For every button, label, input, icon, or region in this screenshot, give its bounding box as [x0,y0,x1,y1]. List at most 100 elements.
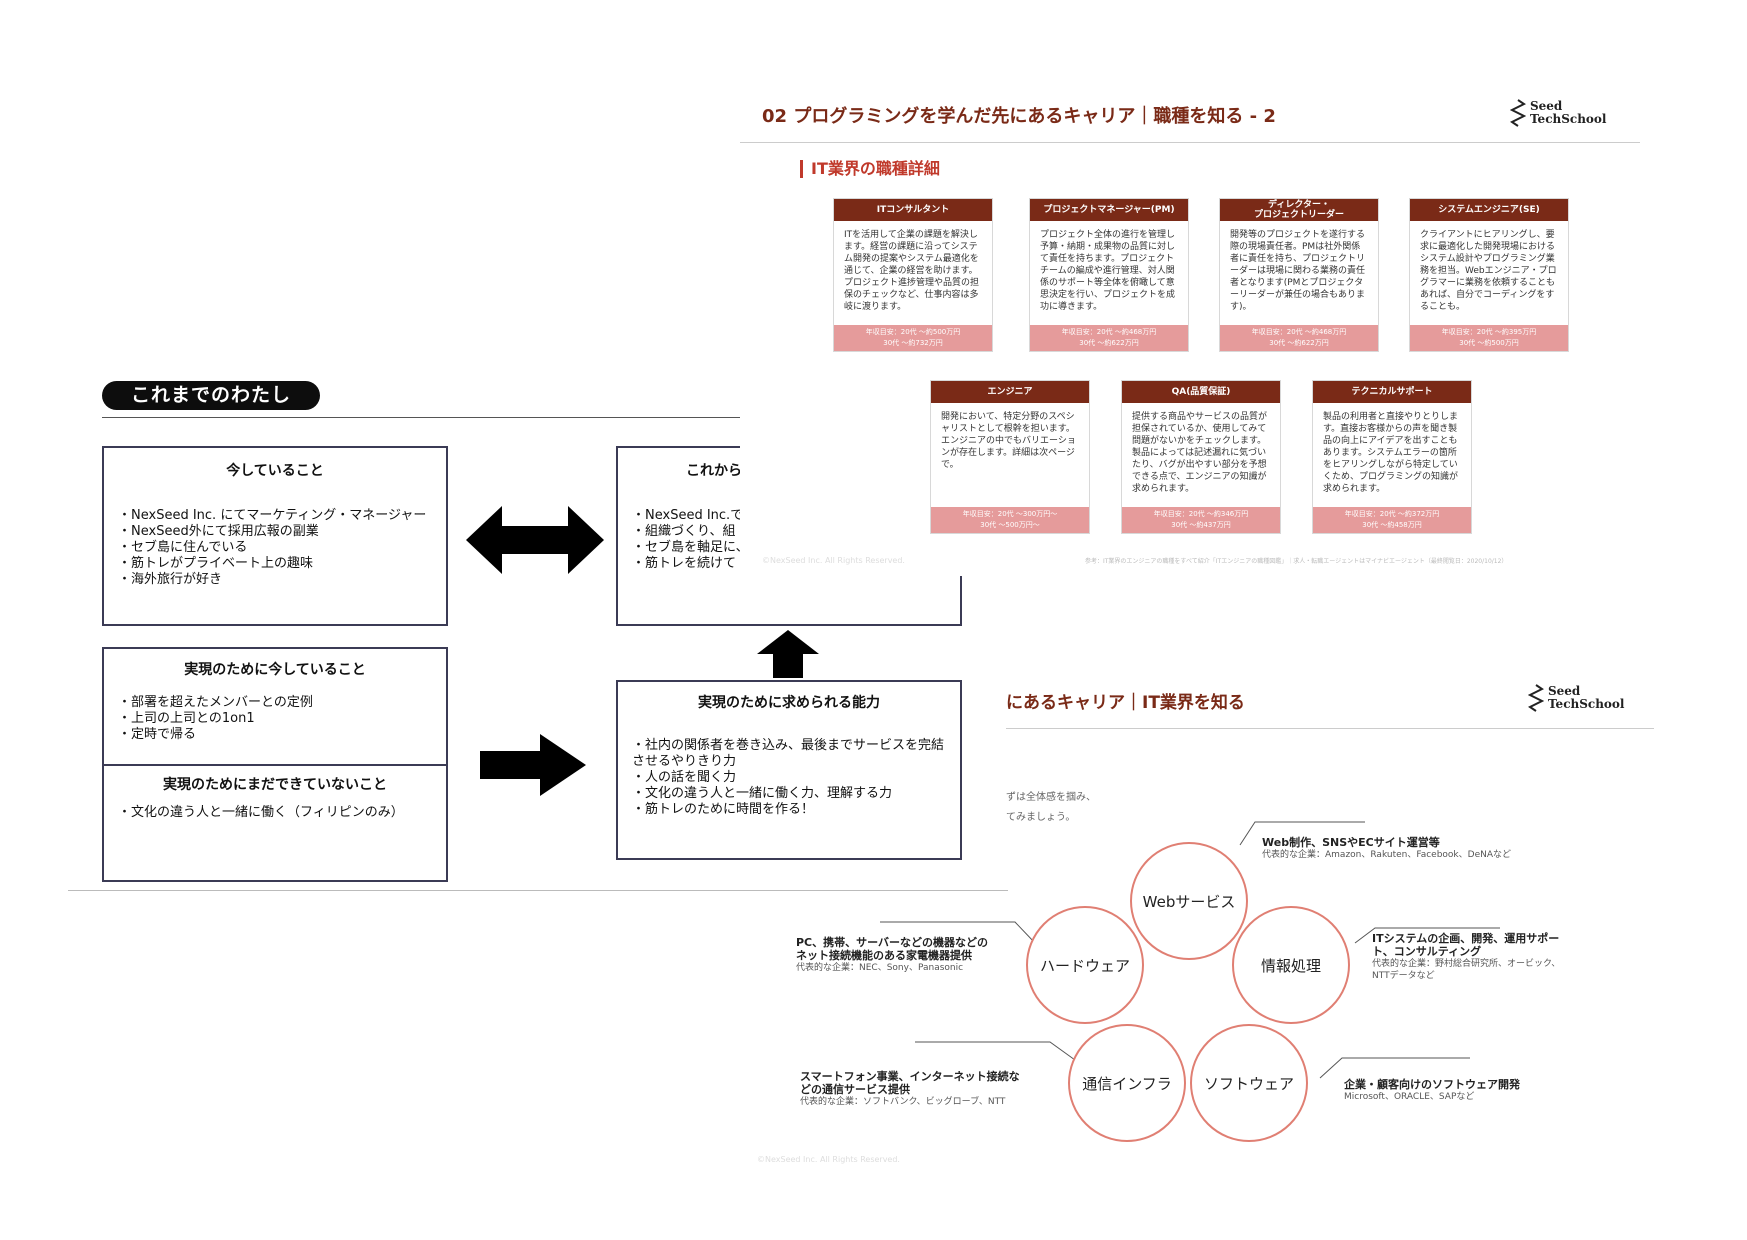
desc-title: ITシステムの企画、開発、運用サポー ト、コンサルティング [1372,932,1560,958]
list-item: 人の話を聞く力 [632,770,948,786]
future-list: NexSeed Inc.で 組織づくり、組 セブ島を軸足に、 筋トレを続けて [632,508,960,572]
logo-line2: TechSchool [1548,697,1625,711]
desc-infra: スマートフォン事業、インターネット接続な どの通信サービス提供 代表的な企業：ソ… [800,1070,1020,1108]
job-card-body: 開発において、特定分野のスペシャリストとして根幹を担います。エンジニアの中でもバ… [941,412,1076,470]
desc-hardware: PC、携帯、サーバーなどの機器などの ネット接続機能のある家電機器提供 代表的な… [796,936,988,974]
job-card-salary: 年収目安：20代 〜約468万円 30代 〜約622万円 [1220,325,1378,351]
desc-companies: 代表的な企業：野村総合研究所、オービック、 NTTデータなど [1372,959,1561,981]
section-pill: これまでのわたし [102,381,320,410]
job-card-body: プロジェクト全体の進行を管理し予算・納期・成果物の品質に対して責任を持ちます。プ… [1040,230,1176,312]
list-item: 筋トレがプライベート上の趣味 [118,556,446,572]
slide3-title: にあるキャリア｜IT業界を知る [1006,693,1245,713]
list-item: セブ島に住んでいる [118,540,446,556]
category-circle-info: 情報処理 [1232,906,1350,1024]
job-card-salary: 年収目安：20代 〜約346万円 30代 〜約437万円 [1122,507,1280,533]
desc-web: Web制作、SNSやECサイト運営等 代表的な企業：Amazon、Rakuten… [1262,836,1511,861]
careers-slide: 02 プログラミングを学んだ先にあるキャリア｜職種を知る - 2 Seed Te… [740,82,1640,576]
now-list: NexSeed Inc. にてマーケティング・マネージャー NexSeed外にて… [118,508,446,588]
job-card-title: プロジェクトマネージャー(PM) [1030,199,1188,221]
doing-title: 実現のために今していること [184,662,366,678]
job-card: ITコンサルタント ITを活用して企業の課題を解決します。経営の課題に沿ってシス… [833,198,993,352]
logo: Seed TechSchool [1510,98,1606,128]
intro-line: ずは全体感を掴み、 [1006,792,1096,803]
copyright: ©NexSeed Inc. All Rights Reserved. [762,556,905,565]
list-item: 筋トレのために時間を作る！ [632,802,948,818]
double-arrow-icon [466,506,604,574]
job-card-salary: 年収目安：20代 〜300万円〜 30代 〜500万円〜 [931,507,1089,533]
reference-note: 参考：IT業界のエンジニアの職種をすべて紹介「ITエンジニアの職種図鑑」｜求人・… [1085,558,1508,565]
right-arrow-icon [480,734,586,796]
slide-title: 02 プログラミングを学んだ先にあるキャリア｜職種を知る - 2 [762,106,1276,127]
desc-title: スマートフォン事業、インターネット接続な どの通信サービス提供 [800,1070,1020,1096]
desc-info: ITシステムの企画、開発、運用サポー ト、コンサルティング 代表的な企業：野村総… [1372,932,1560,982]
category-circle-hardware: ハードウェア [1026,906,1144,1024]
job-card-salary: 年収目安：20代 〜約395万円 30代 〜約500万円 [1410,325,1568,351]
job-card: システムエンジニア(SE) クライアントにヒアリングし、要求に最適化した開発現場… [1409,198,1569,352]
list-item: NexSeed外にて採用広報の副業 [118,524,446,540]
intro-text: ずは全体感を掴み、 てみましょう。 [1006,788,1096,828]
now-box: 今していること NexSeed Inc. にてマーケティング・マネージャー Ne… [102,446,448,626]
job-card: テクニカルサポート 製品の利用者と直接やりとりします。直接お客様からの声を聞き製… [1312,380,1472,534]
job-card-salary: 年収目安：20代 〜約468万円 30代 〜約622万円 [1030,325,1188,351]
job-card-salary: 年収目安：20代 〜約500万円 30代 〜約732万円 [834,325,992,351]
list-item: 上司の上司との1on1 [118,711,446,727]
job-card-body: 製品の利用者と直接やりとりします。直接お客様からの声を聞き製品の向上にアイデアを… [1323,412,1459,494]
list-item: 組織づくり、組 [632,524,960,540]
desc-title: Web制作、SNSやECサイト運営等 [1262,836,1440,849]
need-title: 実現のために求められる能力 [698,695,880,711]
list-item: 定時で帰る [118,727,446,743]
slide-bottom-line [68,890,1008,891]
not-yet-title: 実現のためにまだできていないこと [163,777,387,793]
job-card: QA(品質保証) 提供する商品やサービスの品質が担保されているか、使用してみて問… [1121,380,1281,534]
list-item: NexSeed Inc.で [632,508,960,524]
copyright: ©NexSeed Inc. All Rights Reserved. [757,1155,900,1164]
desc-companies: Microsoft、ORACLE、SAPなど [1344,1092,1475,1102]
job-card: エンジニア 開発において、特定分野のスペシャリストとして根幹を担います。エンジニ… [930,380,1090,534]
category-circle-web: Webサービス [1130,842,1248,960]
category-circle-infra: 通信インフラ [1068,1024,1186,1142]
intro-line: てみましょう。 [1006,812,1076,823]
job-card-title: ディレクター・ プロジェクトリーダー [1220,199,1378,221]
now-title: 今していること [226,463,324,479]
list-item: 海外旅行が好き [118,572,446,588]
desc-companies: 代表的な企業：ソフトバンク、ビッグローブ、NTT [800,1097,1006,1107]
seed-logo-icon [1510,99,1526,127]
up-arrow-icon [757,630,819,678]
list-item: NexSeed Inc. にてマーケティング・マネージャー [118,508,446,524]
list-item: 部署を超えたメンバーとの定例 [118,695,446,711]
list-item: 文化の違う人と一緒に働く（フィリピンのみ） [118,805,404,821]
logo-line1: Seed [1548,684,1581,698]
doing-list: 部署を超えたメンバーとの定例 上司の上司との1on1 定時で帰る [118,695,446,743]
list-item: 文化の違う人と一緒に働く力、理解する力 [632,786,948,802]
not-yet-list: 文化の違う人と一緒に働く（フィリピンのみ） [118,805,404,821]
job-card: ディレクター・ プロジェクトリーダー 開発等のプロジェクトを遂行する際の現場責任… [1219,198,1379,352]
desc-companies: 代表的な企業：Amazon、Rakuten、Facebook、DeNAなど [1262,850,1511,860]
title-divider [740,142,1640,143]
list-item: 社内の関係者を巻き込み、最後までサービスを完結させるやりきり力 [632,738,948,770]
job-card-body: 開発等のプロジェクトを遂行する際の現場責任者。PMは社外関係者に責任を持ち、プロ… [1230,230,1366,312]
desc-companies: 代表的な企業：NEC、Sony、Panasonic [796,963,964,973]
section-heading: IT業界の職種詳細 [800,160,940,178]
future-title: これから [686,463,742,479]
title-divider [1006,728,1654,729]
job-card-title: ITコンサルタント [834,199,992,221]
job-card-body: クライアントにヒアリングし、要求に最適化した開発現場におけるシステム設計やプログ… [1420,230,1557,312]
job-card-title: エンジニア [931,381,1089,403]
need-box: 実現のために求められる能力 社内の関係者を巻き込み、最後までサービスを完結させる… [616,680,962,860]
job-card: プロジェクトマネージャー(PM) プロジェクト全体の進行を管理し予算・納期・成果… [1029,198,1189,352]
seed-logo-icon [1528,684,1544,712]
box-divider [102,764,448,766]
need-list: 社内の関係者を巻き込み、最後までサービスを完結させるやりきり力 人の話を聞く力 … [632,738,948,818]
list-item: 筋トレを続けて [632,556,960,572]
logo: Seed TechSchool [1528,683,1624,713]
job-card-body: 提供する商品やサービスの品質が担保されているか、使用してみて問題がないかをチェッ… [1132,412,1268,494]
desc-software: 企業・顧客向けのソフトウェア開発 Microsoft、ORACLE、SAPなど [1344,1078,1520,1103]
job-card-title: QA(品質保証) [1122,381,1280,403]
logo-line2: TechSchool [1530,112,1607,126]
connector-lines [880,821,1500,1079]
job-card-salary: 年収目安：20代 〜約372万円 30代 〜約458万円 [1313,507,1471,533]
job-card-body: ITを活用して企業の課題を解決します。経営の課題に沿ってシステム開発の提案やシス… [844,230,980,312]
desc-title: 企業・顧客向けのソフトウェア開発 [1344,1078,1520,1091]
job-card-title: システムエンジニア(SE) [1410,199,1568,221]
desc-title: PC、携帯、サーバーなどの機器などの ネット接続機能のある家電機器提供 [796,936,989,962]
